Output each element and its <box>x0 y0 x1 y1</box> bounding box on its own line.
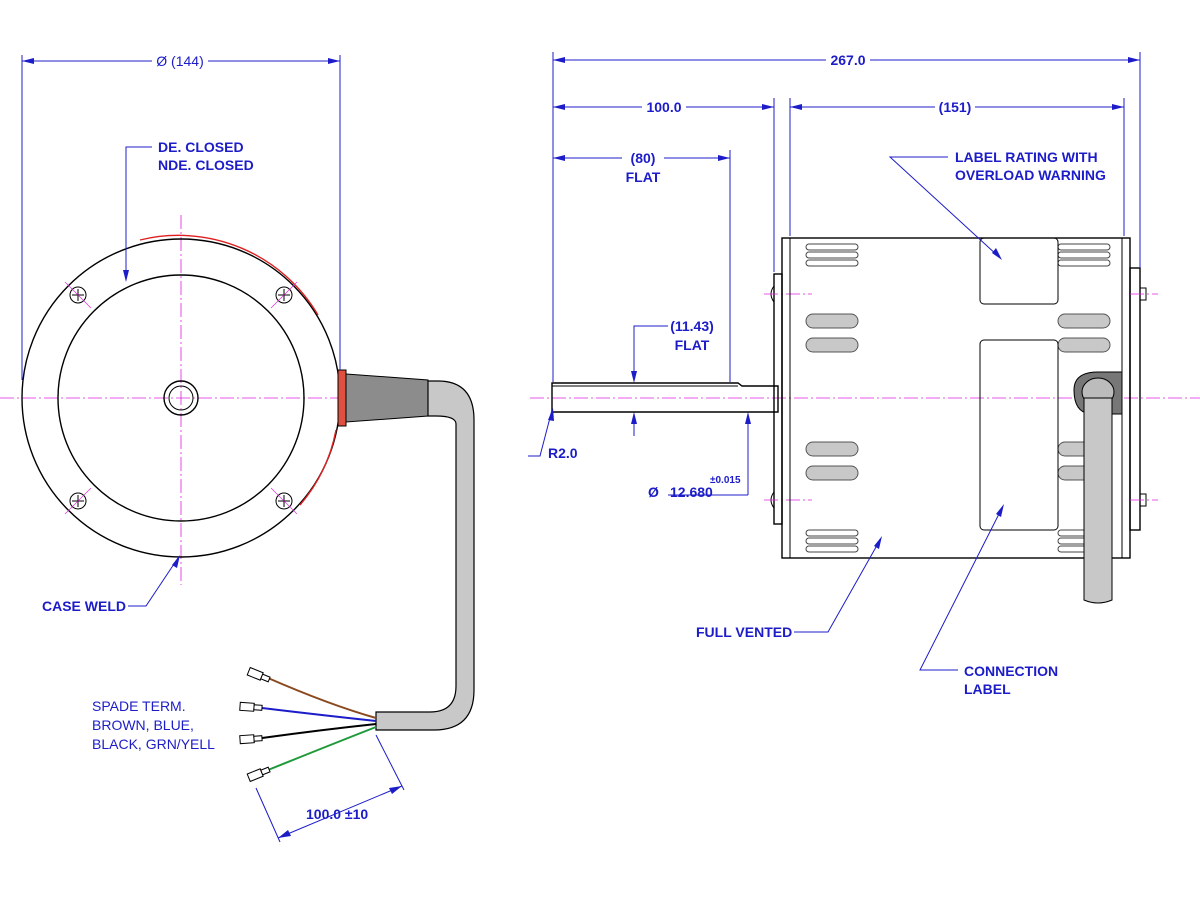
end-closed-leader <box>125 146 152 278</box>
flat-length-arrow-right <box>718 155 730 161</box>
shaft-dia-label: 12.680 <box>670 484 713 500</box>
shaft-dia-arrow <box>745 412 751 424</box>
lead-length-dimension-line <box>277 785 403 839</box>
rating-label-plate <box>979 237 1059 305</box>
shaft-dia-tolerance: ±0.015 <box>710 475 741 486</box>
diameter-arrow-left <box>22 58 34 64</box>
end-closed-note-line1: DE. CLOSED <box>158 139 244 155</box>
rear-bolt-bottom <box>1140 493 1147 507</box>
diameter-label: Ø (144) <box>156 53 203 69</box>
shaft-hole-inner <box>168 385 194 411</box>
connection-label-arrow <box>996 504 1004 517</box>
label-rating-line1: LABEL RATING WITH <box>955 149 1098 165</box>
body-length-arrow-right <box>1112 104 1124 110</box>
end-closed-leader-arrow <box>123 270 129 282</box>
shaft-dia-symbol: Ø <box>648 484 659 500</box>
shaft-length-arrow-right <box>762 104 774 110</box>
rear-bolt-top <box>1140 287 1147 301</box>
spade-terminal-4 <box>246 766 271 783</box>
cable-gland-base <box>337 369 347 427</box>
case-weld-arc <box>139 234 319 316</box>
lead-length-arrow-left <box>278 830 291 838</box>
lead-note-line3: BLACK, GRN/YELL <box>92 736 215 752</box>
screw-top-right <box>270 281 298 309</box>
flat-length-arrow-left <box>553 155 565 161</box>
body-length-arrow-left <box>790 104 802 110</box>
full-vented-label: FULL VENTED <box>696 624 792 640</box>
side-view: 267.0 100.0 (151) (80) FLAT (11.43) FLAT <box>528 52 1200 697</box>
lead-length-extension-left <box>255 787 281 843</box>
radius-label: R2.0 <box>548 445 578 461</box>
flat-depth-label: (11.43) <box>670 318 714 334</box>
motor-end-inner-circle <box>57 274 305 522</box>
flat-depth-arrow-bottom <box>631 412 637 424</box>
body-length-label: (151) <box>939 99 972 115</box>
flat-depth-leader <box>633 325 668 378</box>
overall-arrow-right <box>1128 57 1140 63</box>
overall-arrow-left <box>553 57 565 63</box>
shaft-length-label: 100.0 <box>646 99 681 115</box>
full-vented-leader <box>794 539 881 633</box>
lead-length-arrow-right <box>389 786 402 794</box>
screw-top-left <box>64 281 92 309</box>
overall-length-label: 267.0 <box>830 52 865 68</box>
connection-label-leader <box>919 507 1003 671</box>
case-weld-leader <box>128 557 179 607</box>
front-view: Ø (144) DE. CLOSED NDE. CLOSED CASE WELD… <box>0 53 475 843</box>
wire-blue <box>261 707 377 722</box>
cable <box>375 380 475 731</box>
flat-length-sub: FLAT <box>626 169 661 185</box>
shaft <box>551 382 779 413</box>
connection-label-line2: LABEL <box>964 681 1011 697</box>
flat-depth-arrow-top <box>631 371 637 383</box>
label-rating-leader <box>888 156 999 257</box>
vent-slots-left <box>805 243 859 553</box>
shaft-hole-outer <box>163 380 199 416</box>
side-cable <box>1083 397 1113 604</box>
wire-green <box>267 726 377 771</box>
label-rating-arrow <box>992 248 1002 260</box>
case-weld-leader-arrow <box>172 555 180 568</box>
flat-length-label: (80) <box>631 150 656 166</box>
screw-bottom-left <box>64 487 92 515</box>
radius-leader <box>528 409 553 457</box>
connection-label-plate <box>979 339 1059 531</box>
wire-brown <box>267 677 377 719</box>
spade-terminal-3 <box>239 734 263 745</box>
case-weld-label: CASE WELD <box>42 598 126 614</box>
cable-gland <box>345 373 429 423</box>
connection-label-line1: CONNECTION <box>964 663 1058 679</box>
lead-note-line1: SPADE TERM. <box>92 698 186 714</box>
full-vented-arrow <box>874 536 882 549</box>
lead-length-extension-right <box>375 734 405 791</box>
lead-length-label: 100.0 ±10 <box>306 806 368 822</box>
lead-note-line2: BROWN, BLUE, <box>92 717 194 733</box>
end-closed-note-line2: NDE. CLOSED <box>158 157 254 173</box>
flat-depth-sub: FLAT <box>675 337 710 353</box>
wire-black <box>261 723 377 739</box>
label-rating-line2: OVERLOAD WARNING <box>955 167 1106 183</box>
rear-flange <box>1129 267 1141 531</box>
case-weld-arc-lower <box>299 429 337 506</box>
radius-arrow <box>548 408 554 421</box>
diameter-arrow-right <box>328 58 340 64</box>
screw-bottom-right <box>270 487 298 515</box>
spade-terminal-1 <box>246 666 271 683</box>
shaft-length-arrow-left <box>553 104 565 110</box>
spade-terminal-2 <box>239 701 263 712</box>
